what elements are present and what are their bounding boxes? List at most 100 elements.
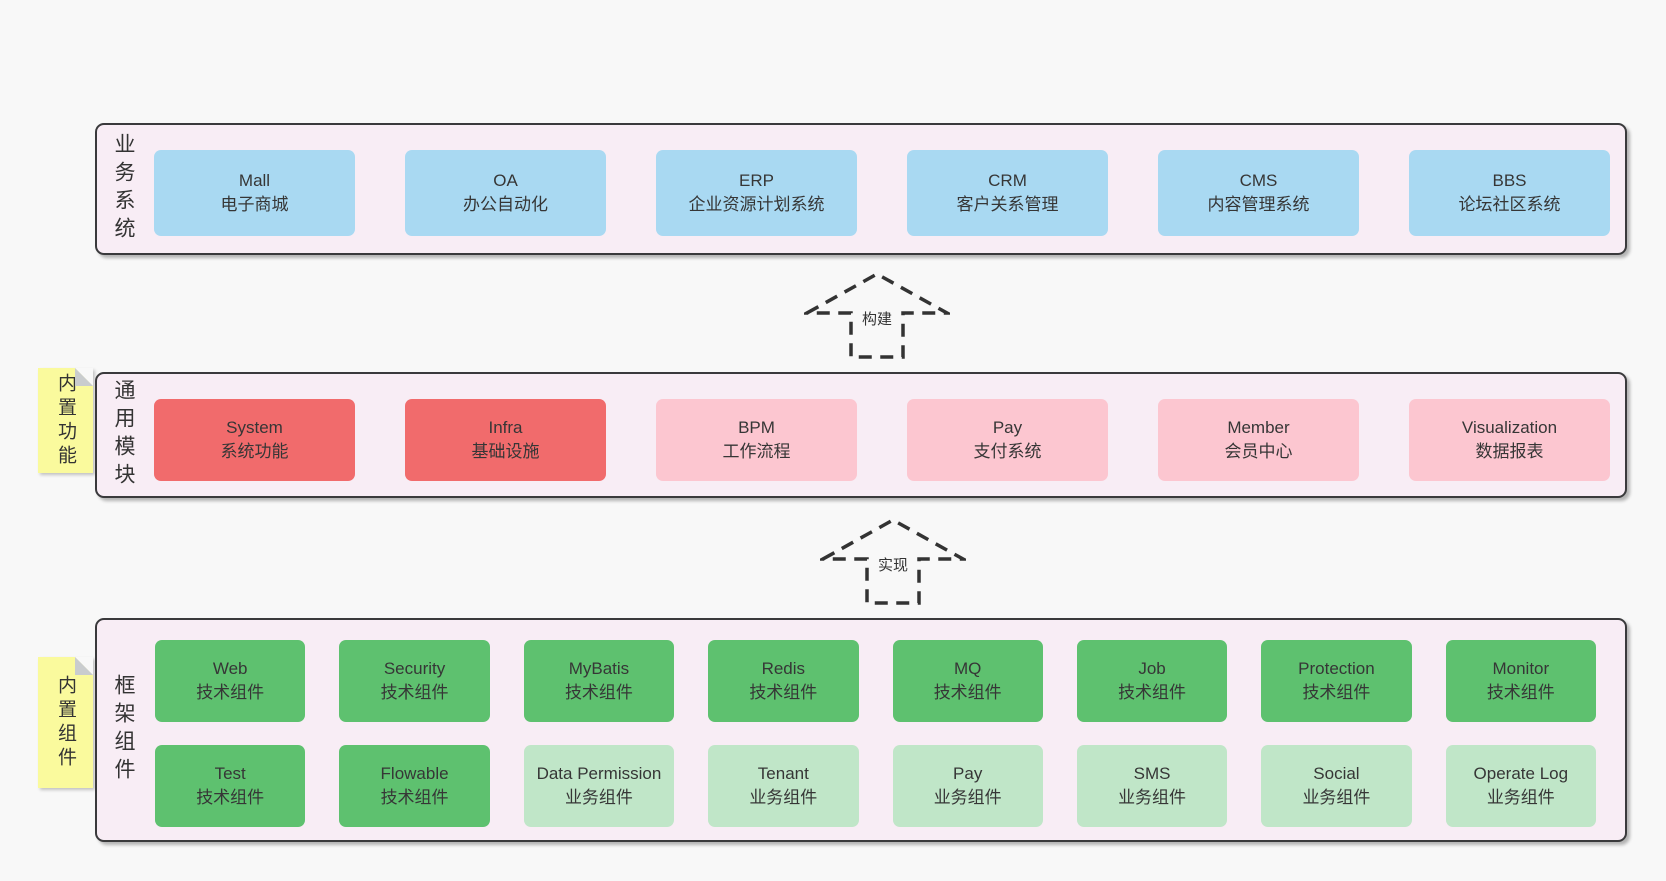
box-subtitle: 技术组件 [933, 683, 1002, 702]
box-erp: ERP 企业资源计划系统 [656, 150, 857, 236]
box-title: Test [214, 764, 246, 783]
box-subtitle: 企业资源计划系统 [688, 195, 825, 214]
box-subtitle: 业务组件 [1486, 788, 1555, 807]
box-data-permission: Data Permission 业务组件 [523, 745, 675, 827]
box-redis: Redis 技术组件 [708, 640, 859, 722]
dashed-up-arrow-icon [820, 517, 966, 605]
sticky-note-builtin-features: 内置功能 [38, 368, 93, 473]
box-subtitle: 技术组件 [196, 683, 265, 702]
box-subtitle: 业务组件 [564, 788, 633, 807]
box-job: Job 技术组件 [1076, 640, 1228, 722]
arrow-implement: 实现 [820, 516, 966, 606]
layer-label-business: 业务系统 [105, 125, 141, 253]
box-title: Tenant [757, 764, 809, 783]
box-monitor: Monitor 技术组件 [1445, 640, 1596, 722]
layer-framework-components: 框架组件 Web 技术组件 Security 技术组件 MyBatis 技术组件… [95, 618, 1627, 842]
business-row: Mall 电子商城 OA 办公自动化 ERP 企业资源计划系统 CRM 客户关系… [154, 150, 1610, 236]
box-operate-log: Operate Log 业务组件 [1445, 745, 1596, 827]
box-subtitle: 技术组件 [1302, 683, 1371, 702]
arrow-build-label: 构建 [858, 308, 896, 329]
box-title: Social [1313, 764, 1360, 783]
box-web: Web 技术组件 [155, 640, 306, 722]
arrow-implement-label: 实现 [874, 554, 912, 575]
box-subtitle: 支付系统 [973, 442, 1042, 461]
box-bbs: BBS 论坛社区系统 [1409, 150, 1610, 236]
box-subtitle: 工作流程 [722, 442, 791, 461]
box-protection: Protection 技术组件 [1261, 640, 1412, 722]
box-title: ERP [739, 171, 774, 190]
box-pay-module: Pay 支付系统 [907, 399, 1108, 481]
box-subtitle: 论坛社区系统 [1458, 195, 1561, 214]
box-mq: MQ 技术组件 [892, 640, 1043, 722]
box-visualization: Visualization 数据报表 [1409, 399, 1610, 481]
box-subtitle: 会员中心 [1224, 442, 1293, 461]
layer-label-modules: 通用模块 [105, 374, 141, 496]
box-title: BBS [1492, 171, 1527, 190]
box-bpm: BPM 工作流程 [656, 399, 857, 481]
box-title: Web [212, 659, 248, 678]
box-subtitle: 业务组件 [1302, 788, 1371, 807]
components-row-biz: Test 技术组件 Flowable 技术组件 Data Permission … [155, 745, 1596, 827]
layer-label-text: 通用模块 [112, 379, 135, 491]
box-oa: OA 办公自动化 [405, 150, 606, 236]
box-title: Data Permission [536, 764, 662, 783]
box-title: SMS [1133, 764, 1171, 783]
arrow-build: 构建 [804, 270, 950, 360]
box-title: Visualization [1461, 418, 1558, 437]
box-title: Job [1138, 659, 1166, 678]
box-title: Pay [992, 418, 1023, 437]
box-infra: Infra 基础设施 [405, 399, 606, 481]
box-member: Member 会员中心 [1158, 399, 1359, 481]
note-text: 内置功能 [55, 372, 76, 469]
modules-row: System 系统功能 Infra 基础设施 BPM 工作流程 Pay 支付系统… [154, 399, 1610, 481]
box-subtitle: 技术组件 [196, 788, 265, 807]
box-title: Operate Log [1473, 764, 1569, 783]
box-subtitle: 技术组件 [749, 683, 818, 702]
box-mall: Mall 电子商城 [154, 150, 355, 236]
box-title: Monitor [1492, 659, 1550, 678]
box-social: Social 业务组件 [1261, 745, 1412, 827]
box-title: MyBatis [568, 659, 630, 678]
box-subtitle: 技术组件 [564, 683, 633, 702]
box-subtitle: 业务组件 [1118, 788, 1187, 807]
box-title: Flowable [380, 764, 449, 783]
box-subtitle: 业务组件 [933, 788, 1002, 807]
box-title: CMS [1239, 171, 1278, 190]
box-subtitle: 技术组件 [380, 788, 449, 807]
box-title: Pay [953, 764, 983, 783]
box-subtitle: 基础设施 [471, 442, 540, 461]
box-subtitle: 办公自动化 [463, 195, 548, 214]
box-title: MQ [953, 659, 982, 678]
layer-common-modules: 通用模块 System 系统功能 Infra 基础设施 BPM 工作流程 Pay… [95, 372, 1627, 498]
box-title: BPM [738, 418, 775, 437]
box-security: Security 技术组件 [339, 640, 490, 722]
box-subtitle: 技术组件 [380, 683, 449, 702]
box-system: System 系统功能 [154, 399, 355, 481]
box-title: Protection [1298, 659, 1375, 678]
box-title: Security [383, 659, 446, 678]
box-subtitle: 内容管理系统 [1207, 195, 1310, 214]
layer-label-text: 业务系统 [112, 133, 135, 245]
layer-label-components: 框架组件 [105, 620, 141, 840]
box-subtitle: 技术组件 [1118, 683, 1187, 702]
box-title: Infra [488, 418, 523, 437]
box-title: Redis [761, 659, 806, 678]
box-title: Member [1227, 418, 1290, 437]
box-test: Test 技术组件 [155, 745, 306, 827]
box-crm: CRM 客户关系管理 [907, 150, 1108, 236]
box-title: System [226, 418, 283, 437]
box-flowable: Flowable 技术组件 [339, 745, 490, 827]
box-title: OA [493, 171, 518, 190]
layer-business-systems: 业务系统 Mall 电子商城 OA 办公自动化 ERP 企业资源计划系统 CRM… [95, 123, 1627, 255]
box-subtitle: 电子商城 [220, 195, 289, 214]
box-title: CRM [988, 171, 1027, 190]
box-sms: SMS 业务组件 [1076, 745, 1228, 827]
box-mybatis: MyBatis 技术组件 [523, 640, 675, 722]
box-title: Mall [238, 171, 271, 190]
note-text: 内置组件 [55, 674, 76, 771]
dashed-up-arrow-icon [804, 271, 950, 359]
box-pay-component: Pay 业务组件 [892, 745, 1043, 827]
box-subtitle: 业务组件 [749, 788, 818, 807]
components-row-tech: Web 技术组件 Security 技术组件 MyBatis 技术组件 Redi… [155, 640, 1596, 722]
sticky-note-builtin-components: 内置组件 [38, 657, 93, 788]
